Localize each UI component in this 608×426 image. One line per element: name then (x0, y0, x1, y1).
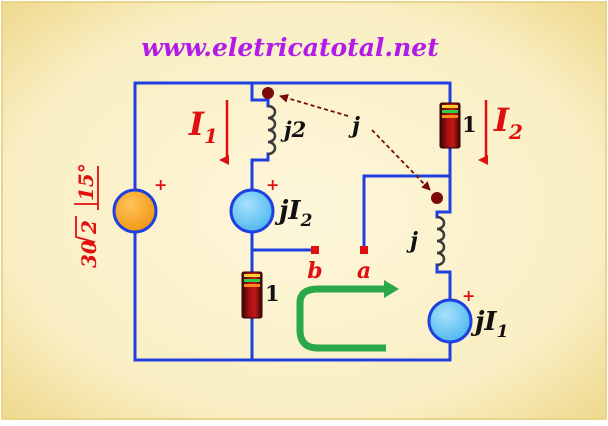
resistor-top-right-label: 1 (462, 112, 477, 137)
terminal-b-node (311, 246, 319, 254)
lower-source-polarity: + (462, 286, 475, 305)
upper-source-label: jI2 (274, 196, 313, 231)
resistor-middle-label: 1 (265, 281, 280, 306)
source-angle: 15° (74, 163, 98, 201)
coupling-dot-left (262, 87, 274, 99)
mutual-arrow-left (279, 93, 349, 117)
terminal-a-node (360, 246, 368, 254)
terminal-a-label: a (357, 258, 371, 284)
current-label-i1: I1 (188, 105, 218, 148)
dependent-source-upper (229, 188, 275, 234)
inductor-left-label: j2 (280, 117, 306, 142)
resistor-top-right (439, 102, 461, 149)
wire-right-coil-out (435, 263, 452, 300)
wire-to-terminal-a (362, 146, 452, 252)
source-radical: 2 (77, 220, 101, 235)
inductor-left (267, 104, 277, 156)
source-value-label: 30 2 15° (74, 163, 101, 268)
voltage-source-main (112, 188, 158, 234)
resistor-middle (241, 271, 263, 319)
loop-direction-arrow (296, 285, 386, 352)
dependent-source-lower (427, 298, 473, 344)
current-label-i2: I2 (493, 101, 523, 144)
wire-mid-top (250, 81, 270, 108)
terminal-b-label: b (307, 258, 322, 284)
website-title: www.eletricatotal.net (141, 33, 439, 62)
coupling-dot-right (431, 192, 443, 204)
wire-mid-coil-out (250, 152, 270, 192)
inductor-right (436, 215, 446, 267)
circuit-wires (133, 81, 452, 362)
radical-sign (75, 216, 96, 247)
loop-arrow-head (384, 280, 399, 298)
main-source-polarity: + (154, 175, 167, 194)
upper-source-polarity: + (266, 175, 279, 194)
source-magnitude: 30 (77, 240, 101, 268)
wire-right-coil-in (435, 174, 452, 219)
angle-symbol (74, 166, 99, 210)
